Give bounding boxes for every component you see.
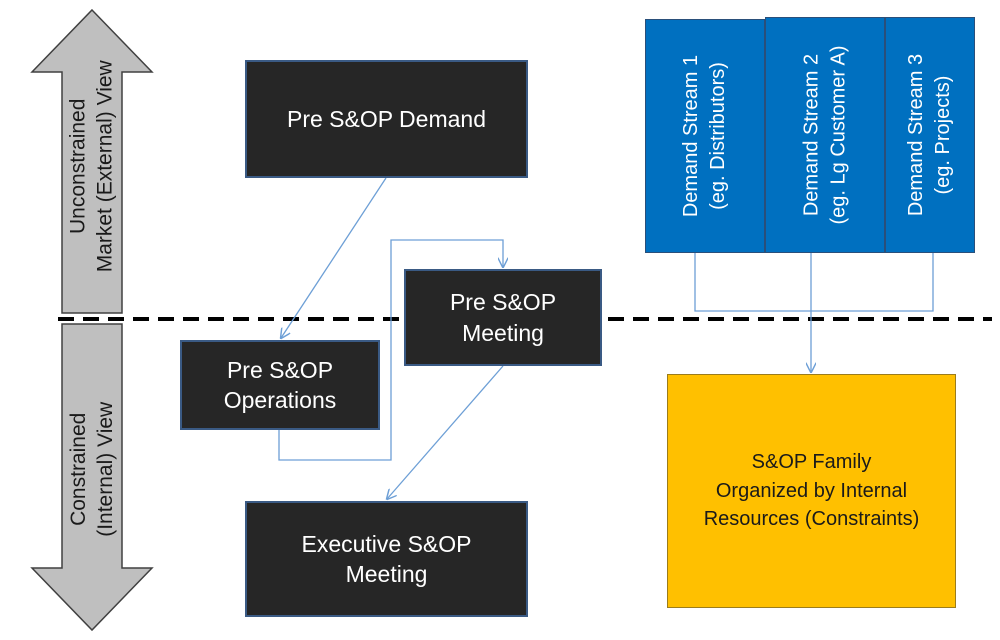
demand-stream-2-example: (eg. Lg Customer A) — [827, 45, 849, 225]
connector-stream1-merge — [694, 253, 934, 312]
demand-stream-1-title: Demand Stream 1 — [680, 54, 703, 218]
executive-sop-line-1: Executive S&OP — [301, 530, 472, 557]
pre-sop-operations-box: Pre S&OP Operations — [180, 340, 380, 430]
lower-arrow-label-wrap: Constrained (Internal) View — [32, 324, 152, 614]
unconstrained-label-line-2: Market (External) View — [94, 60, 118, 273]
demand-stream-1-box: Demand Stream 1 (eg. Distributors) — [645, 19, 765, 253]
pre-sop-demand-box: Pre S&OP Demand — [245, 60, 528, 178]
upper-arrow — [30, 8, 154, 314]
executive-sop-meeting-box: Executive S&OP Meeting — [245, 501, 528, 617]
demand-stream-3-example: (eg. Projects) — [932, 75, 955, 195]
connector-demand-to-operations — [281, 177, 387, 338]
connector-meeting-to-executive — [387, 365, 504, 499]
pre-sop-operations-line-1: Pre S&OP — [226, 356, 334, 383]
pre-sop-demand-label: Pre S&OP Demand — [286, 105, 486, 132]
sop-family-line-2: Organized by Internal — [715, 479, 908, 502]
constrained-label-line-1: Constrained — [66, 412, 90, 526]
constrained-view-label: Constrained (Internal) View — [65, 401, 120, 536]
executive-sop-line-2: Meeting — [345, 561, 428, 587]
pre-sop-operations-line-2: Operations — [223, 387, 337, 413]
demand-stream-3-box: Demand Stream 3 (eg. Projects) — [885, 17, 975, 253]
sop-family-line-1: S&OP Family — [751, 451, 872, 474]
lower-arrow — [30, 323, 154, 632]
demand-stream-2-box: Demand Stream 2 (eg. Lg Customer A) — [765, 17, 885, 253]
pre-sop-meeting-box: Pre S&OP Meeting — [404, 269, 602, 366]
sop-family-line-3: Resources (Constraints) — [703, 508, 920, 531]
constrained-label-line-2: (Internal) View — [94, 401, 118, 537]
connector-operations-to-meeting — [278, 239, 503, 461]
demand-stream-3-title: Demand Stream 3 — [905, 53, 928, 217]
sop-family-box: S&OP Family Organized by Internal Resour… — [667, 374, 956, 608]
demand-stream-1-example: (eg. Distributors) — [707, 62, 730, 210]
demand-stream-2-title: Demand Stream 2 — [800, 53, 822, 217]
unconstrained-view-label: Unconstrained Market (External) View — [65, 60, 120, 272]
upper-arrow-label-wrap: Unconstrained Market (External) View — [32, 20, 152, 313]
pre-sop-meeting-line-2: Meeting — [462, 319, 544, 346]
pre-sop-meeting-line-1: Pre S&OP — [449, 289, 557, 316]
unconstrained-label-line-1: Unconstrained — [66, 98, 90, 235]
